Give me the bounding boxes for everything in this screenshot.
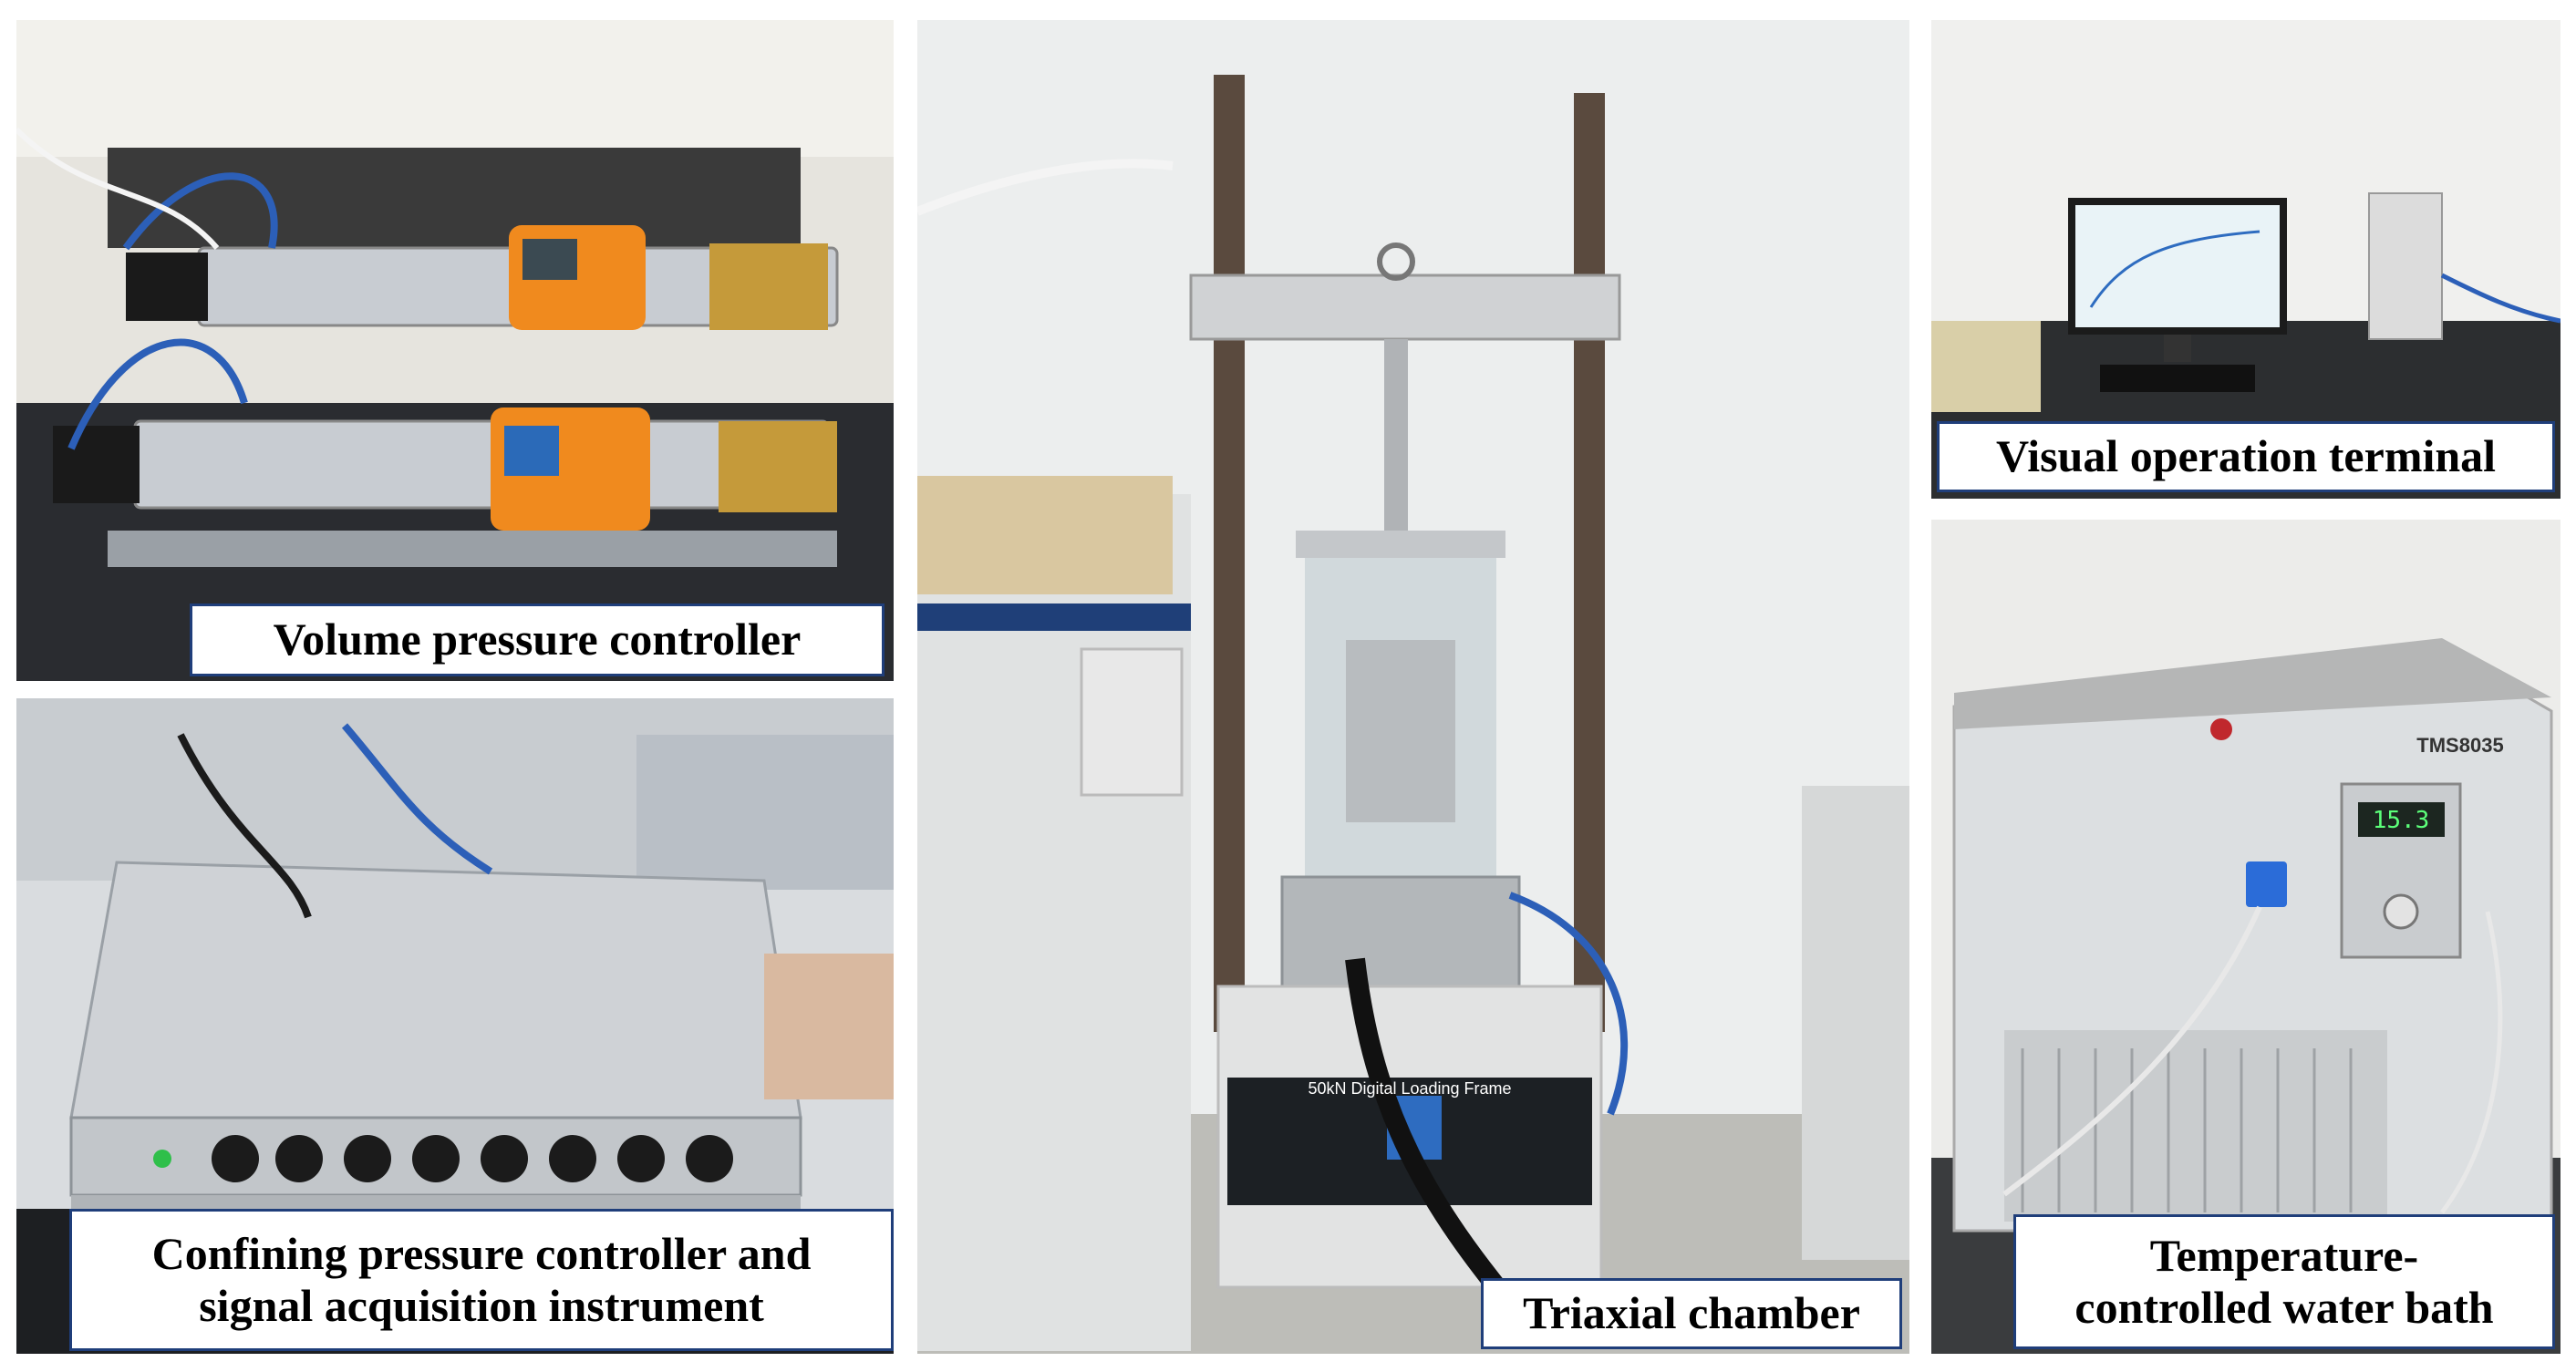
water-bath-illustration: 15.3 TMS8035 (1931, 520, 2560, 1354)
bath-model-label: TMS8035 (2416, 734, 2503, 757)
bath-temperature-display: 15.3 (2373, 807, 2430, 834)
caption-volume-pressure-controller: Volume pressure controller (190, 603, 885, 676)
caption-visual-operation-terminal: Visual operation terminal (1937, 421, 2555, 492)
frame-label: 50kN Digital Loading Frame (1308, 1079, 1511, 1098)
caption-temperature-water-bath: Temperature- controlled water bath (2013, 1214, 2555, 1349)
photo-confining-pressure-controller: Confining pressure controller and signal… (16, 698, 894, 1354)
photo-temperature-water-bath: 15.3 TMS8035 Temperature- controlled wat… (1931, 520, 2560, 1354)
photo-visual-operation-terminal: Visual operation terminal (1931, 20, 2560, 499)
caption-confining-pressure-controller: Confining pressure controller and signal… (69, 1209, 894, 1351)
photo-volume-pressure-controller: Volume pressure controller (16, 20, 894, 681)
terminal-illustration (1931, 20, 2560, 499)
photo-triaxial-chamber: 50kN Digital Loading Frame Triaxial cham… (917, 20, 1909, 1354)
volume-controller-illustration (16, 20, 894, 681)
caption-triaxial-chamber: Triaxial chamber (1481, 1278, 1902, 1349)
triaxial-chamber-illustration: 50kN Digital Loading Frame (917, 20, 1909, 1354)
